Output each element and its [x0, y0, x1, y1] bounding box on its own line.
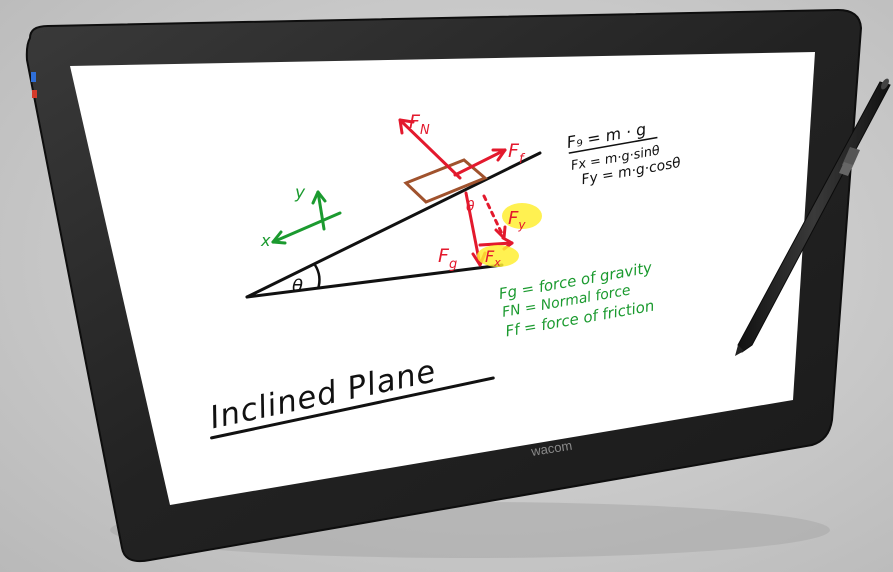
stylus-pen [735, 78, 891, 356]
status-light-red [32, 90, 37, 98]
fx-highlight [477, 245, 519, 267]
tablet-screen [70, 52, 815, 505]
axes [271, 190, 342, 245]
axis-y-label: y [294, 183, 306, 203]
friction-force-label: Ff [508, 140, 526, 167]
equations: F₉ = m · g Fx = m·g·sinθ Fy = m·g·cosθ [565, 119, 682, 188]
angle-arc [313, 264, 321, 290]
angle-theta: θ [292, 276, 303, 297]
status-light-blue [31, 72, 36, 82]
fy-label: Fy [508, 208, 526, 232]
fy-highlight [502, 203, 542, 229]
block [403, 158, 488, 204]
axis-x-label: x [260, 231, 271, 250]
gravity-force-label: Fg [438, 245, 457, 272]
normal-force-label: FN [409, 111, 430, 138]
title-underline [210, 376, 495, 440]
fx-label: Fx [485, 247, 501, 269]
gravity-angle-label: θ [466, 199, 475, 215]
ground-line [245, 263, 504, 299]
incline-line [245, 151, 542, 299]
wacom-logo: wacom [529, 438, 573, 459]
